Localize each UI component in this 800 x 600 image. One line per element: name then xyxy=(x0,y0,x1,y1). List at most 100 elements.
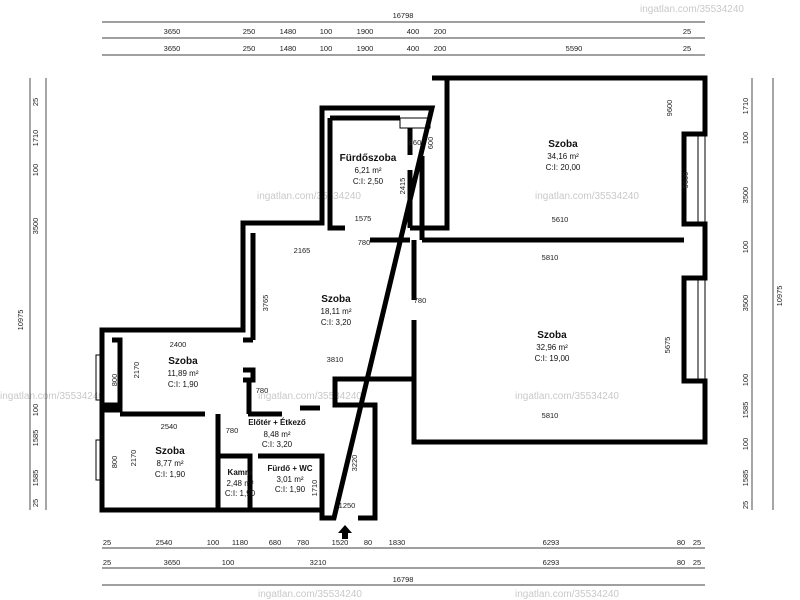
dim-text: 100 xyxy=(31,164,40,177)
room-area: 8,77 m² xyxy=(156,459,183,468)
dim-text: 1585 xyxy=(31,430,40,447)
room-szoba-34: Szoba 34,16 m² C:I: 20,00 xyxy=(546,139,581,172)
room-area: 8,48 m² xyxy=(263,430,290,439)
room-area: 34,16 m² xyxy=(547,152,579,161)
watermark: ingatlan.com/35534240 xyxy=(258,589,362,600)
dim-text: 100 xyxy=(741,241,750,254)
dim-text: 3810 xyxy=(327,355,344,364)
dim-text: 400 xyxy=(407,27,420,36)
room-ci: C:I: 20,00 xyxy=(546,163,581,172)
room-name: Szoba xyxy=(321,294,351,305)
dim-text: 80 xyxy=(677,538,685,547)
room-ci: C:I: 3,20 xyxy=(262,440,293,449)
room-name: Fürdőszoba xyxy=(340,153,397,164)
room-ci: C:I: 3,20 xyxy=(321,318,352,327)
dim-text: 3650 xyxy=(164,558,181,567)
entrance-arrow-icon xyxy=(338,525,352,539)
dim-text: 680 xyxy=(269,538,282,547)
interior-dimensions: 860 600 2415 1575 780 2165 5610 9600 960… xyxy=(110,100,690,510)
dim-text: 200 xyxy=(434,27,447,36)
dim-text: 1900 xyxy=(357,44,374,53)
dim-text: 1480 xyxy=(280,44,297,53)
dim-text: 1250 xyxy=(339,501,356,510)
room-name: Szoba xyxy=(155,446,185,457)
dim-text: 200 xyxy=(434,44,447,53)
top-dimensions: 16798 3650 250 1480 100 1900 400 200 25 … xyxy=(164,11,692,53)
watermark: ingatlan.com/35534240 xyxy=(535,191,639,202)
dim-text: 800 xyxy=(110,374,119,387)
dim-text: 780 xyxy=(256,386,269,395)
room-name: Szoba xyxy=(537,330,567,341)
dim-text: 1585 xyxy=(741,402,750,419)
room-szoba-18: Szoba 18,11 m² C:I: 3,20 xyxy=(321,294,352,327)
room-ci: C:I: 1,90 xyxy=(225,489,256,498)
dim-text: 80 xyxy=(364,538,372,547)
left-dimensions: 25 1710 100 3500 10975 100 1585 25 1585 xyxy=(16,98,40,507)
watermark: ingatlan.com/35534240 xyxy=(0,391,104,402)
room-area: 3,01 m² xyxy=(276,475,303,484)
room-ci: C:I: 1,90 xyxy=(168,380,199,389)
watermarks: ingatlan.com/35534240 ingatlan.com/35534… xyxy=(0,4,744,600)
dim-text: 780 xyxy=(414,296,427,305)
dim-text: 100 xyxy=(741,438,750,451)
dim-text: 100 xyxy=(741,132,750,145)
room-area: 32,96 m² xyxy=(536,343,568,352)
watermark: ingatlan.com/35534240 xyxy=(258,391,362,402)
dim-text: 250 xyxy=(243,27,256,36)
dim-text: 100 xyxy=(31,404,40,417)
room-area: 11,89 m² xyxy=(168,369,199,378)
dim-text: 100 xyxy=(320,27,333,36)
dim-text: 9600 xyxy=(665,100,674,117)
right-dimensions: 1710 100 3500 100 3500 100 1585 100 1585… xyxy=(741,98,784,510)
watermark: ingatlan.com/35534240 xyxy=(515,391,619,402)
room-name: Szoba xyxy=(548,139,578,150)
room-szoba-32: Szoba 32,96 m² C:I: 19,00 xyxy=(535,330,570,363)
dim-text: 1585 xyxy=(741,470,750,487)
room-ci: C:I: 2,50 xyxy=(353,177,384,186)
dim-text: 3650 xyxy=(164,44,181,53)
room-furdo-wc: Fürdő + WC 3,01 m² C:I: 1,90 xyxy=(267,464,312,494)
dim-text: 5590 xyxy=(566,44,583,53)
dim-text: 3210 xyxy=(310,558,327,567)
dim-text: 1180 xyxy=(232,538,248,547)
dim-text: 80 xyxy=(677,558,685,567)
room-ci: C:I: 19,00 xyxy=(535,354,570,363)
dim-text: 25 xyxy=(103,558,111,567)
dim-text: 25 xyxy=(103,538,111,547)
dim-text: 1710 xyxy=(31,130,40,147)
room-ci: C:I: 1,90 xyxy=(275,485,306,494)
dim-text: 16798 xyxy=(393,575,414,584)
dim-text: 1900 xyxy=(357,27,374,36)
dim-text: 25 xyxy=(31,98,40,106)
dim-text: 1585 xyxy=(31,470,40,487)
dim-text: 25 xyxy=(693,538,701,547)
dim-text: 5810 xyxy=(542,253,559,262)
dim-text: 1710 xyxy=(310,480,319,497)
room-name: Szoba xyxy=(168,356,198,367)
dim-text: 250 xyxy=(243,44,256,53)
dim-text: 5810 xyxy=(542,411,559,420)
windows xyxy=(95,117,706,481)
dim-text: 16798 xyxy=(393,11,414,20)
dim-text: 1830 xyxy=(389,538,406,547)
dim-text: 3650 xyxy=(164,27,181,36)
dim-text: 1575 xyxy=(355,214,372,223)
room-furdoszoba: Fürdőszoba 6,21 m² C:I: 2,50 xyxy=(340,153,397,186)
room-ci: C:I: 1,90 xyxy=(155,470,186,479)
dim-text: 2540 xyxy=(161,422,178,431)
dim-text: 9600 xyxy=(681,172,690,189)
room-name: Kamra xyxy=(228,468,253,477)
dim-text: 400 xyxy=(407,44,420,53)
dim-text: 780 xyxy=(358,238,371,247)
dim-text: 1480 xyxy=(280,27,297,36)
dim-text: 25 xyxy=(741,501,750,509)
dim-text: 100 xyxy=(207,538,220,547)
dim-text: 2415 xyxy=(398,178,407,195)
watermark: ingatlan.com/35534240 xyxy=(640,4,744,15)
dim-text: 5675 xyxy=(663,337,672,354)
room-szoba-11: Szoba 11,89 m² C:I: 1,90 xyxy=(168,356,199,389)
dim-text: 1520 xyxy=(332,538,349,547)
dim-text: 25 xyxy=(31,499,40,507)
dim-text: 780 xyxy=(226,426,239,435)
